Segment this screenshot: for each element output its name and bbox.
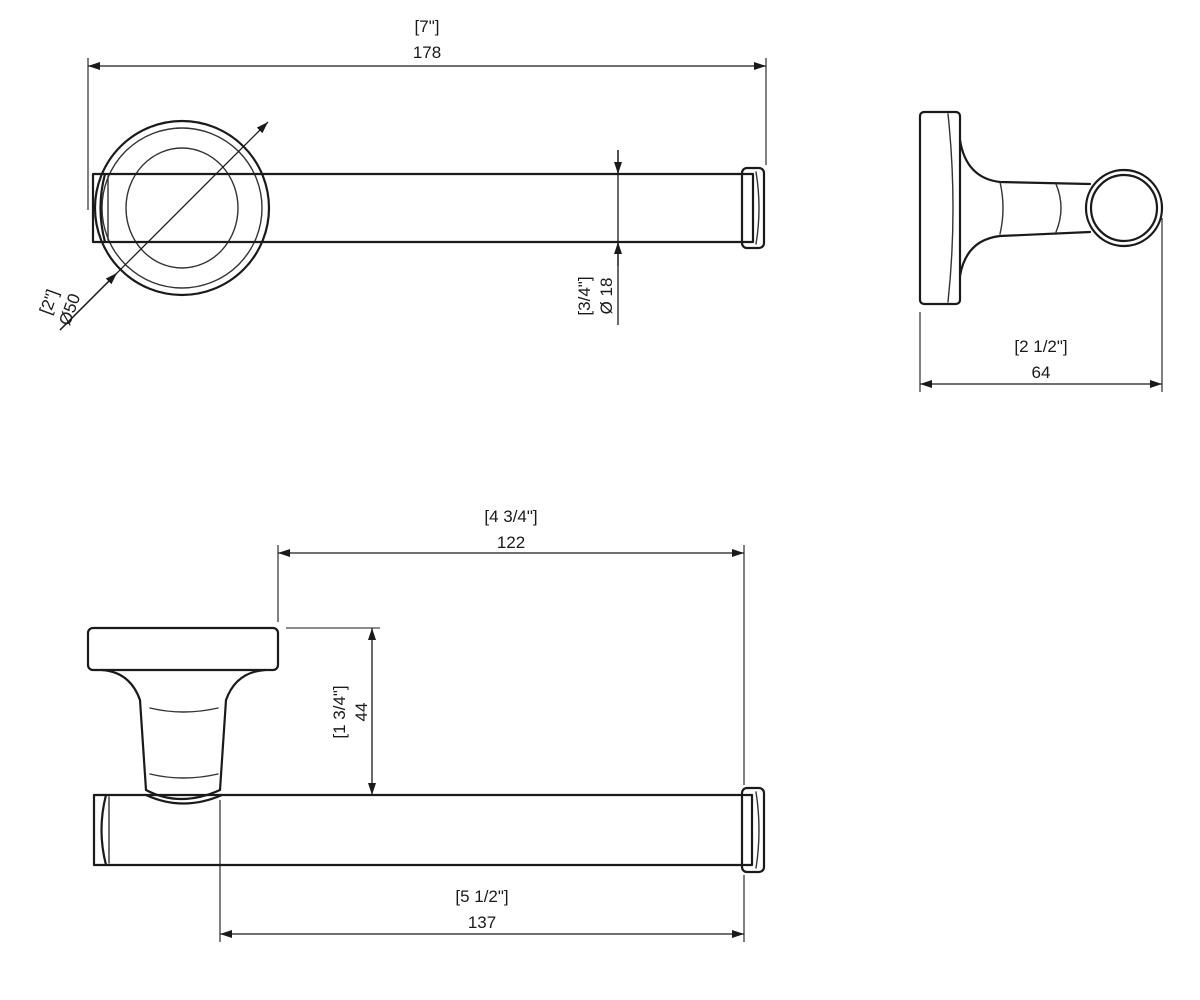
dim-rod-metric: Ø 18	[597, 278, 616, 315]
dim-post-height: [1 3/4"] 44	[286, 627, 380, 795]
dim-overall-length: [7"] 178	[87, 17, 767, 210]
top-post-inner	[149, 707, 219, 779]
side-view	[918, 110, 1164, 306]
top-post	[100, 668, 267, 800]
rod-left-end	[99, 172, 107, 244]
side-arm-joint	[1055, 183, 1062, 233]
side-base-contour	[947, 113, 954, 303]
dim-projection-metric: 64	[1032, 363, 1051, 382]
dim-overall-metric: 178	[413, 43, 441, 62]
dim-span-metric: 122	[497, 533, 525, 552]
side-rod-inner	[1089, 173, 1159, 243]
post-rod-joint	[144, 793, 224, 805]
dim-length-metric: 137	[468, 913, 496, 932]
rod-top-end-cap	[740, 786, 766, 874]
dim-line-arrow-in	[59, 272, 118, 331]
rod-end-cap	[740, 166, 766, 250]
dim-post-metric: 44	[352, 703, 371, 722]
base-rosette-ring	[125, 147, 239, 269]
dim-projection-imperial: [2 1/2"]	[1014, 337, 1067, 356]
rod-top	[92, 793, 754, 867]
dim-rod-imperial: [3/4"]	[575, 276, 594, 315]
base-rosette-inner	[101, 127, 263, 289]
dim-rod-length: [5 1/2"] 137	[219, 800, 745, 942]
side-rod-outer	[1084, 168, 1164, 248]
side-base-plate	[918, 110, 962, 306]
rod-end-cap-highlight	[755, 171, 760, 245]
side-neck	[958, 138, 1092, 278]
dim-span-imperial: [4 3/4"]	[484, 507, 537, 526]
top-view	[86, 626, 766, 874]
front-view	[91, 119, 766, 297]
dim-base-diameter: [2"] Ø50	[36, 121, 269, 331]
base-rosette-outer	[93, 119, 271, 297]
dim-projection: [2 1/2"] 64	[919, 218, 1163, 392]
dim-overall-imperial: [7"]	[415, 17, 440, 36]
rod-top-left-end	[100, 793, 108, 867]
side-arm-upper	[999, 181, 1004, 235]
rod-front	[91, 172, 755, 244]
top-mount-plate	[86, 626, 280, 672]
dim-rod-diameter: [3/4"] Ø 18	[575, 150, 622, 325]
dim-length-imperial: [5 1/2"]	[455, 887, 508, 906]
dim-post-imperial: [1 3/4"]	[330, 685, 349, 738]
dim-rod-span: [4 3/4"] 122	[277, 507, 745, 785]
rod-top-end-cap-highlight	[755, 791, 760, 869]
